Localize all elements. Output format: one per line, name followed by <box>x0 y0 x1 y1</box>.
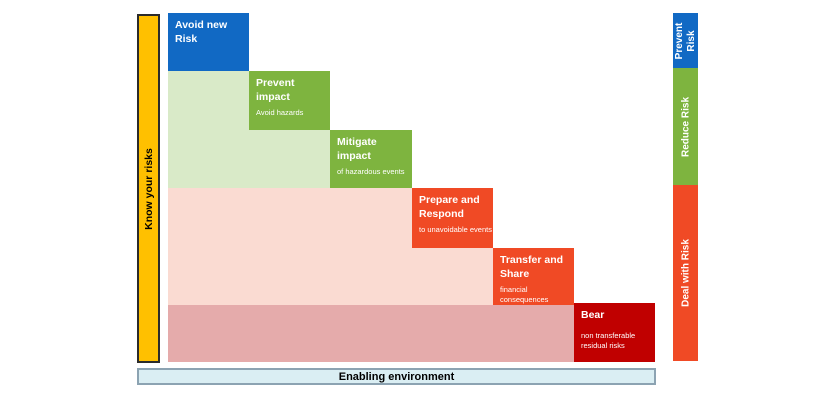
deal-with-risk-label: Deal with Risk <box>680 239 691 307</box>
step-title: Prevent impact <box>256 77 295 104</box>
step-subtitle: Avoid hazards <box>256 107 304 117</box>
enabling-environment-label: Enabling environment <box>338 370 455 383</box>
step-avoid-new-risk: Avoid new Risk <box>168 13 249 71</box>
prevent-risk-label: Prevent Risk <box>673 22 697 59</box>
step-title: Bear <box>581 309 605 321</box>
step-prepare-and-respond: Prepare and Respond to unavoidable event… <box>412 188 493 248</box>
enabling-environment-bar: Enabling environment <box>137 368 656 385</box>
step-subtitle: of hazardous events <box>337 166 405 176</box>
step-subtitle: non transferable residual risks <box>581 331 636 351</box>
right-bar-prevent-risk: Prevent Risk <box>673 13 698 68</box>
know-your-risks-bar: Know your risks <box>137 14 160 363</box>
step-subtitle: financial consequences <box>500 284 549 304</box>
step-subtitle: to unavoidable events <box>419 224 492 234</box>
reduce-risk-label: Reduce Risk <box>680 96 691 157</box>
right-bar-deal-with-risk: Deal with Risk <box>673 185 698 361</box>
step-title: Transfer and Share <box>500 254 564 281</box>
step-bear: Bear non transferable residual risks <box>574 303 655 362</box>
step-transfer-and-share: Transfer and Share financial consequence… <box>493 248 574 305</box>
step-mitigate-impact: Mitigate impact of hazardous events <box>330 130 412 188</box>
deal-with-risk-zone-dark <box>168 305 574 362</box>
right-bar-reduce-risk: Reduce Risk <box>673 68 698 185</box>
know-your-risks-label: Know your risks <box>142 147 155 230</box>
step-title: Mitigate impact <box>337 136 377 163</box>
step-prevent-impact: Prevent impact Avoid hazards <box>249 71 330 130</box>
step-title: Prepare and Respond <box>419 194 480 221</box>
step-title: Avoid new Risk <box>175 19 228 46</box>
